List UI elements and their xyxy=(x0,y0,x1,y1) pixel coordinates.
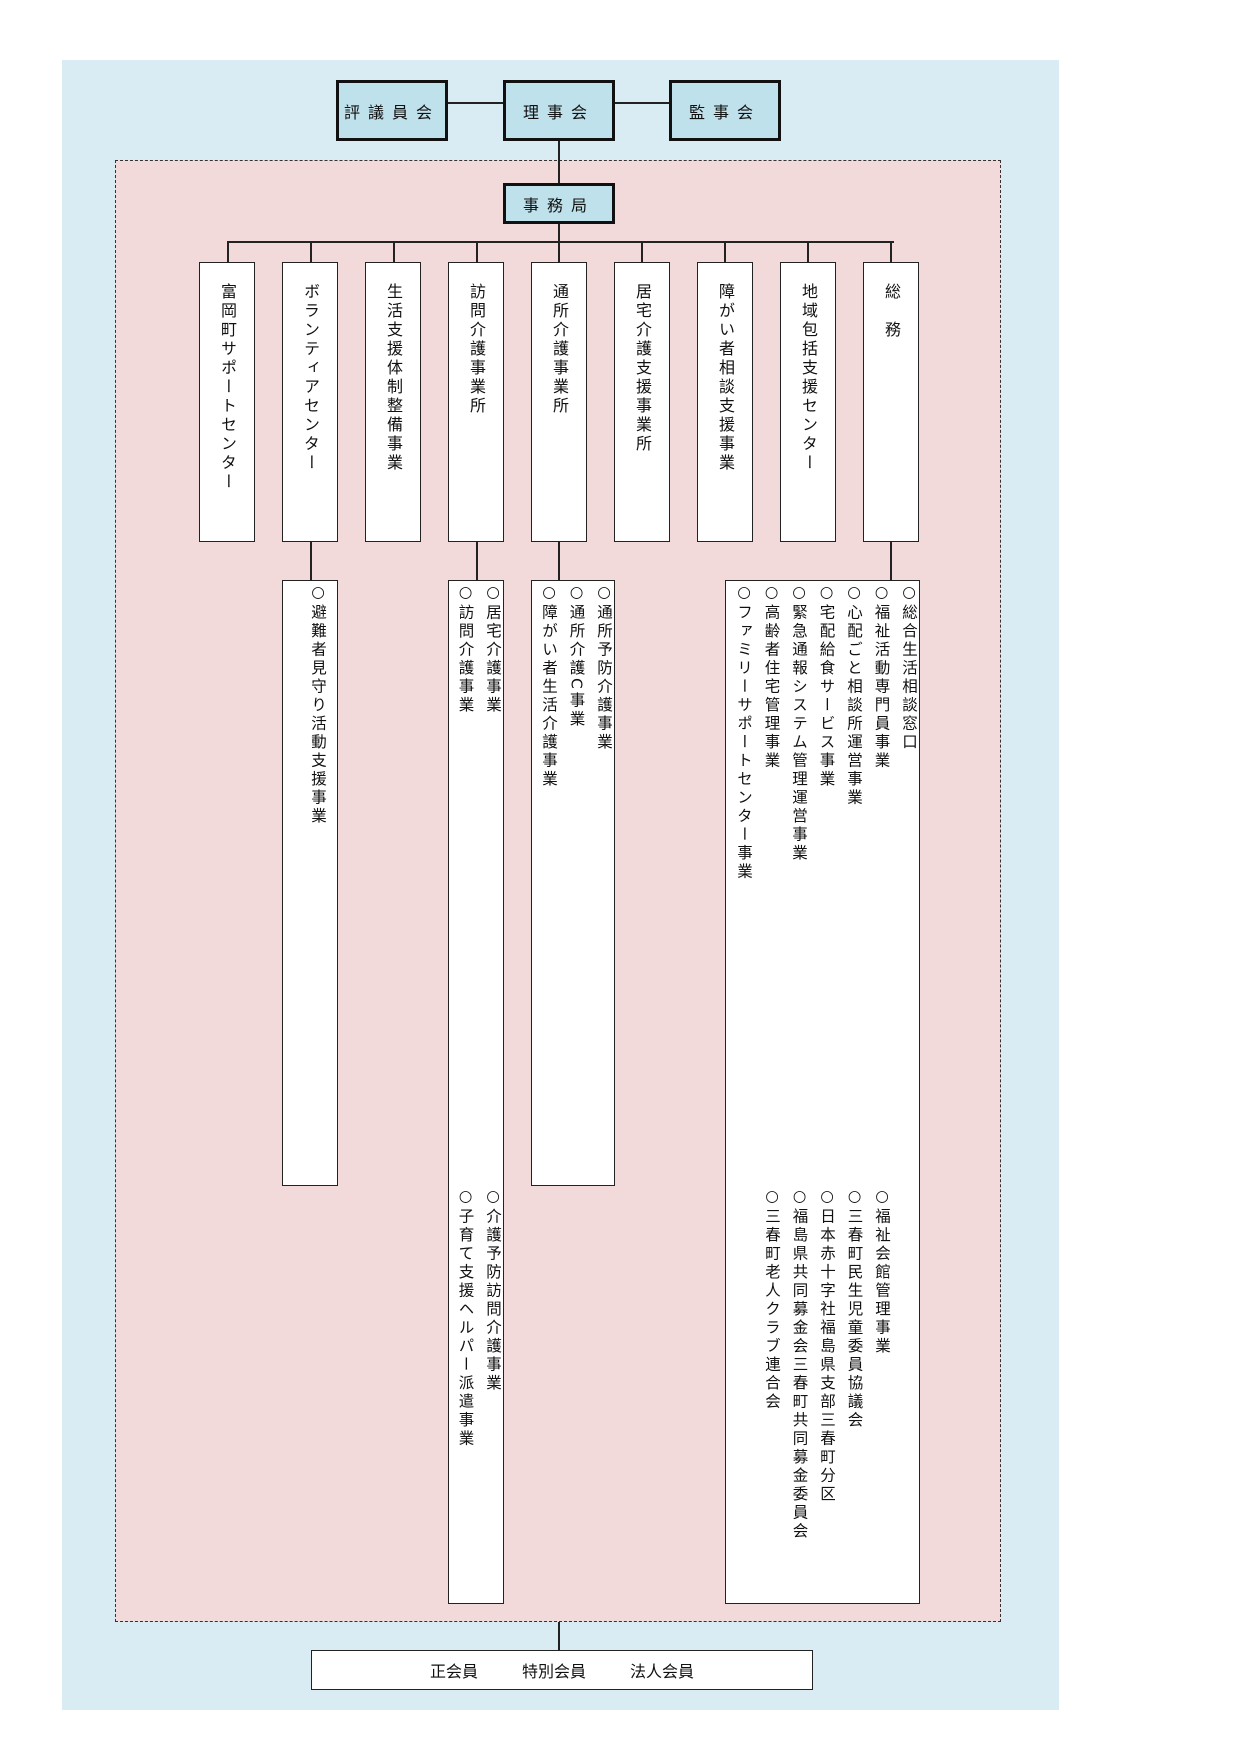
connector-general-list xyxy=(890,541,892,581)
dept-label: 訪問介護事業所 xyxy=(467,283,486,416)
dept-label: 富岡町サポートセンター xyxy=(218,283,237,492)
program-item: ○通所予防介護事業 xyxy=(595,583,613,752)
program-item: ○総合生活相談窓口 xyxy=(900,583,918,752)
dept-home-care-support-office: 居宅介護支援事業所 xyxy=(614,262,670,542)
dept-label: 居宅介護支援事業所 xyxy=(633,283,652,454)
program-item: ○ファミリーサポートセンター事業 xyxy=(735,583,753,882)
auditors-box: 監事会 xyxy=(669,80,781,141)
secretariat-label: 事務局 xyxy=(522,195,595,215)
program-item: ○子育て支援ヘルパー派遣事業 xyxy=(456,1187,475,1449)
dept-label: 総 務 xyxy=(882,283,901,340)
connector-volunteer-list xyxy=(310,541,312,581)
program-item: ○福祉会館管理事業 xyxy=(873,1187,891,1356)
dept-disability-consultation: 障がい者相談支援事業 xyxy=(697,262,753,542)
volunteer-program-list: ○避難者見守り活動支援事業 xyxy=(282,580,338,1186)
connector-members xyxy=(558,1622,560,1651)
board-label: 理事会 xyxy=(522,102,595,122)
program-item: ○三春町民生児童委員協議会 xyxy=(845,1187,864,1430)
drop-line xyxy=(724,241,726,262)
program-item: ○福祉活動専門員事業 xyxy=(872,583,891,771)
program-item: ○障がい者生活介護事業 xyxy=(540,583,558,789)
connector-secretariat-bus xyxy=(558,223,560,242)
secretariat-box: 事務局 xyxy=(503,183,615,224)
connector-board-secretariat xyxy=(558,141,560,186)
connector-board-auditors xyxy=(614,102,674,104)
board-box: 理事会 xyxy=(503,80,615,141)
program-item: ○通所介護C事業 xyxy=(567,583,586,729)
drop-line xyxy=(641,241,643,262)
program-item: ○宅配給食サービス事業 xyxy=(817,583,836,789)
program-item: ○訪問介護事業 xyxy=(456,583,475,715)
member-special: 特別会員 xyxy=(521,1662,586,1681)
dept-label: 地域包括支援センター xyxy=(799,283,818,473)
connector-daycare-list xyxy=(558,541,560,581)
drop-line xyxy=(310,241,312,262)
dept-label: 障がい者相談支援事業 xyxy=(716,283,735,473)
program-item: ○高齢者住宅管理事業 xyxy=(762,583,781,771)
dept-label: 生活支援体制整備事業 xyxy=(384,283,403,473)
members-box: 正会員 特別会員 法人会員 xyxy=(311,1650,813,1690)
drop-line xyxy=(476,241,478,262)
drop-line xyxy=(558,241,560,262)
member-regular: 正会員 xyxy=(429,1662,478,1681)
auditors-label: 監事会 xyxy=(688,102,761,122)
dept-life-support-system: 生活支援体制整備事業 xyxy=(365,262,421,542)
dept-label: ボランティアセンター xyxy=(301,283,320,473)
member-corporate: 法人会員 xyxy=(630,1662,695,1681)
councillors-label: 評議員会 xyxy=(343,102,440,122)
connector-homecare-list xyxy=(476,541,478,581)
dept-label: 通所介護事業所 xyxy=(550,283,569,416)
program-item: ○三春町老人クラブ連合会 xyxy=(763,1187,781,1412)
drop-line xyxy=(393,241,395,262)
program-item: ○日本赤十字社福島県支部三春町分区 xyxy=(818,1187,836,1504)
dept-day-care-office: 通所介護事業所 xyxy=(531,262,587,542)
homecare-program-list: ○居宅介護事業 ○訪問介護事業 ○介護予防訪問介護事業 ○子育て支援ヘルパー派遣… xyxy=(448,580,504,1604)
dept-home-care-office: 訪問介護事業所 xyxy=(448,262,504,542)
department-bus xyxy=(227,241,894,243)
councillors-box: 評議員会 xyxy=(336,80,448,141)
dept-regional-support-center: 地域包括支援センター xyxy=(780,262,836,542)
program-item: ○避難者見守り活動支援事業 xyxy=(309,583,327,826)
dept-general-affairs: 総 務 xyxy=(863,262,919,542)
program-item: ○緊急通報システム管理運営事業 xyxy=(790,583,808,863)
drop-line xyxy=(227,241,229,262)
drop-line xyxy=(807,241,809,262)
program-item: ○福島県共同募金会三春町共同募金委員会 xyxy=(790,1187,809,1541)
dept-tomioka-support-center: 富岡町サポートセンター xyxy=(199,262,255,542)
program-item: ○居宅介護事業 xyxy=(484,583,502,715)
program-item: ○心配ごと相談所運営事業 xyxy=(845,583,863,808)
daycare-program-list: ○通所予防介護事業 ○通所介護C事業 ○障がい者生活介護事業 xyxy=(531,580,615,1186)
general-affairs-program-list: ○総合生活相談窓口 ○福祉活動専門員事業 ○心配ごと相談所運営事業 ○宅配給食サ… xyxy=(725,580,920,1604)
connector-councillors-board xyxy=(443,102,503,104)
drop-line xyxy=(890,241,892,262)
dept-volunteer-center: ボランティアセンター xyxy=(282,262,338,542)
program-item: ○介護予防訪問介護事業 xyxy=(484,1187,502,1393)
